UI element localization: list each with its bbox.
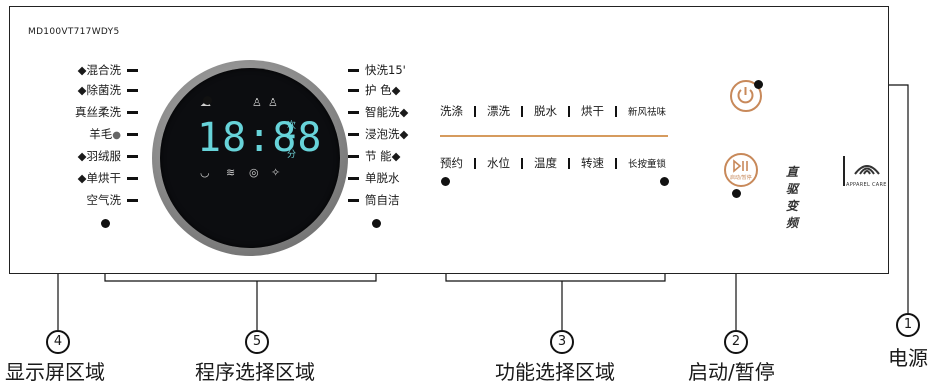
function-water-level[interactable]: 水位 [487,156,510,170]
program-item[interactable]: ◆除菌洗 [78,82,138,98]
apparel-care-icon [854,165,880,175]
function-rinse[interactable]: 漂洗 [487,104,510,118]
program-item[interactable]: 真丝柔洗 [75,104,138,120]
program-item[interactable]: 智能洗◆ [348,104,408,120]
wool-icon: ● [112,130,121,141]
lock-icon: ♙ [252,96,262,109]
power-icon [737,87,754,104]
model-number: MD100VT717WDY5 [28,27,120,37]
display-unit-minutes: 分 [287,150,297,160]
program-item[interactable]: 浸泡洗◆ [348,126,408,142]
function-spin[interactable]: 脱水 [534,104,557,118]
program-item[interactable]: ◆单烘干 [78,170,138,186]
caption-power: 电源 [888,346,928,370]
function-area-marker-right [660,177,669,186]
program-item[interactable]: 节 能◆ [348,148,401,164]
caption-function-area: 功能选择区域 [495,360,615,384]
apparel-care-text: APPAREL CARE [846,182,887,188]
function-row-bottom: 预约 水位 温度 转速 长按童锁 [440,155,666,171]
callout-3: 3 [550,330,574,354]
program-item[interactable]: ◆羽绒服 [78,148,138,164]
program-item[interactable]: 筒自洁 [348,192,400,208]
program-item[interactable]: 快洗15' [348,62,406,78]
power-marker [754,80,763,89]
program-item[interactable]: 单脱水 [348,170,400,186]
callout-5: 5 [245,330,269,354]
callout-4: 4 [46,330,70,354]
function-spin-speed[interactable]: 转速 [581,156,604,170]
program-item[interactable]: 空气洗 [87,192,138,208]
function-divider [440,135,668,137]
program-area-marker-left [101,219,110,228]
sparkle-icon: ✧ [271,166,281,179]
caption-program-area: 程序选择区域 [195,360,315,384]
wash-indicator-icon: ▬ [286,131,296,142]
function-wash[interactable]: 洗涤 [440,104,463,118]
function-dry[interactable]: 烘干 [581,104,604,118]
callout-1: 1 [896,313,920,337]
function-fresh-air[interactable]: 新风祛味 [628,107,667,118]
dry-icon: ◎ [249,166,259,179]
callout-2: 2 [724,330,748,354]
rinse-icon: ≋ [226,166,236,179]
brand-logo-text: 直驱变频 [786,165,799,230]
function-child-lock[interactable]: 长按童锁 [628,159,667,170]
function-area-marker-left [441,177,450,186]
function-delay[interactable]: 预约 [440,156,463,170]
start-pause-label: 启动/暂停 [730,175,752,181]
function-temperature[interactable]: 温度 [534,156,557,170]
logo-divider [843,156,845,186]
child-lock-icon: ♙ [268,96,278,109]
program-item[interactable]: 护 色◆ [348,82,401,98]
time-display: 18:88 [197,115,323,161]
start-marker [732,189,741,198]
function-row-top: 洗涤 漂洗 脱水 烘干 新风祛味 [440,103,666,119]
play-pause-icon [733,159,748,173]
program-area-marker-right [372,219,381,228]
display-unit-times: 次 [287,121,297,131]
program-item[interactable]: ◆混合洗 [78,62,138,78]
display-area-marker [203,96,212,105]
program-item[interactable]: 羊毛● [89,126,138,142]
start-pause-button[interactable]: 启动/暂停 [724,153,758,187]
caption-display-area: 显示屏区域 [5,360,105,384]
caption-start-pause: 启动/暂停 [688,360,775,384]
display-screen [160,68,340,248]
power-button[interactable] [730,80,762,112]
control-panel: MD100VT717WDY5 [9,6,889,274]
wash-icon: ◡ [200,166,210,179]
